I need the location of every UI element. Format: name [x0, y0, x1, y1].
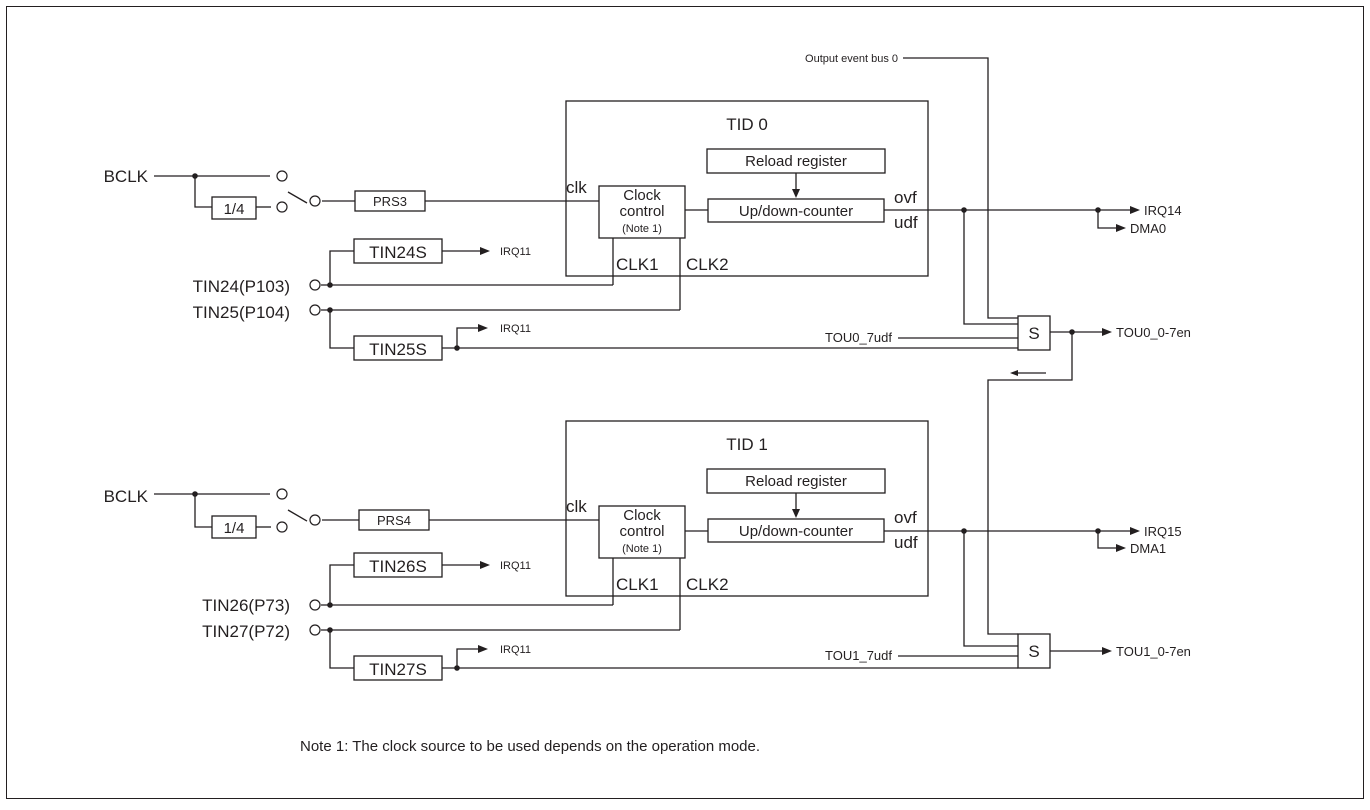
feedback-arrowhead: [1010, 370, 1018, 376]
tid0-unit: TID 0 BCLK 1/4 PRS3 clk: [104, 100, 1191, 361]
tid0-sel-b-label: TIN25S: [369, 340, 427, 359]
tid1-selector-box: [1017, 633, 1051, 669]
tid0-reload-register-box: [706, 148, 886, 174]
tid1-bclk-label: BCLK: [104, 487, 149, 506]
tid1-udf-in-label: TOU1_7udf: [825, 648, 892, 663]
tid1-clock-control-line2: control: [619, 523, 664, 540]
tid0-irq-out-label: IRQ14: [1144, 203, 1182, 218]
tid0-irq-a-label: IRQ11: [500, 246, 531, 258]
tid0-udf-label: udf: [894, 213, 918, 232]
tid0-title: TID 0: [726, 115, 768, 134]
tid0-sel-b-box: [353, 335, 443, 361]
tid0-prescaler-box: [354, 190, 426, 212]
tid0-clock-control-line1: Clock: [623, 187, 661, 204]
tid1-clock-control-box: [598, 505, 686, 559]
tid1-sel-b-box: [353, 655, 443, 681]
tid0-clock-control-note: (Note 1): [622, 223, 662, 235]
tid1-divider-box: [211, 515, 257, 539]
tid0-clk2-label: CLK2: [686, 255, 729, 274]
tid1-unit: TID 1 BCLK 1/4 PRS4 clk Cloc: [104, 420, 1191, 681]
tid0-clk-label: clk: [566, 178, 587, 197]
tid1-ovf-label: ovf: [894, 508, 917, 527]
tid1-clock-control-note: (Note 1): [622, 543, 662, 555]
tid1-sel-b-label: TIN27S: [369, 660, 427, 679]
tid1-prescaler-label: PRS4: [377, 513, 411, 528]
tid0-counter-box: [707, 198, 885, 223]
tid1-irq-a-label: IRQ11: [500, 560, 531, 572]
output-event-bus-wire: [903, 57, 1073, 635]
tid1-udf-label: udf: [894, 533, 918, 552]
tid0-pin-b-label: TIN25(P104): [193, 303, 290, 322]
tid1-sel-a-box: [353, 552, 443, 578]
tid0-divider-label: 1/4: [224, 201, 245, 218]
tid0-udf-in-label: TOU0_7udf: [825, 330, 892, 345]
tid1-clk2-label: CLK2: [686, 575, 729, 594]
tid0-counter-label: Up/down-counter: [739, 203, 853, 220]
tid1-counter-box: [707, 518, 885, 543]
tid0-selector-box: [1017, 315, 1051, 351]
tid0-block: [565, 100, 929, 277]
tid0-irq-b-label: IRQ11: [500, 323, 531, 335]
tid1-enable-out-label: TOU1_0-7en: [1116, 644, 1191, 659]
tid0-ovf-label: ovf: [894, 188, 917, 207]
tid0-prescaler-label: PRS3: [373, 194, 407, 209]
tid1-reload-register-box: [706, 468, 886, 494]
tid1-block: [565, 420, 929, 597]
tid1-reload-register-label: Reload register: [745, 473, 847, 490]
tid0-clock-control-box: [598, 185, 686, 239]
tid1-divider-label: 1/4: [224, 520, 245, 537]
note-text: Note 1: The clock source to be used depe…: [300, 738, 760, 755]
tid1-irq-out-label: IRQ15: [1144, 524, 1182, 539]
tid0-clock-control-line2: control: [619, 203, 664, 220]
tid1-irq-b-label: IRQ11: [500, 644, 531, 656]
tid1-clock-control-line1: Clock: [623, 507, 661, 524]
tid0-sel-a-label: TIN24S: [369, 243, 427, 262]
tid1-pin-a-label: TIN26(P73): [202, 596, 290, 615]
tid1-selector-label: S: [1028, 642, 1039, 661]
tid0-dma-out-label: DMA0: [1130, 221, 1166, 236]
tid1-clk-label: clk: [566, 497, 587, 516]
tid1-counter-label: Up/down-counter: [739, 523, 853, 540]
tid0-clk1-label: CLK1: [616, 255, 659, 274]
output-event-bus-label: Output event bus 0: [805, 53, 898, 65]
outer-border: [6, 6, 1364, 799]
tid0-enable-out-label: TOU0_0-7en: [1116, 325, 1191, 340]
tid0-reload-register-label: Reload register: [745, 153, 847, 170]
tid1-dma-out-label: DMA1: [1130, 541, 1166, 556]
tid0-divider-box: [211, 196, 257, 220]
tid1-prescaler-box: [358, 509, 430, 531]
tid1-pin-b-label: TIN27(P72): [202, 622, 290, 641]
tid1-title: TID 1: [726, 435, 768, 454]
tid1-clk1-label: CLK1: [616, 575, 659, 594]
tid0-sel-a-box: [353, 238, 443, 264]
tid1-sel-a-label: TIN26S: [369, 557, 427, 576]
tid0-selector-label: S: [1028, 324, 1039, 343]
tid0-bclk-label: BCLK: [104, 167, 149, 186]
tid0-pin-a-label: TIN24(P103): [193, 277, 290, 296]
